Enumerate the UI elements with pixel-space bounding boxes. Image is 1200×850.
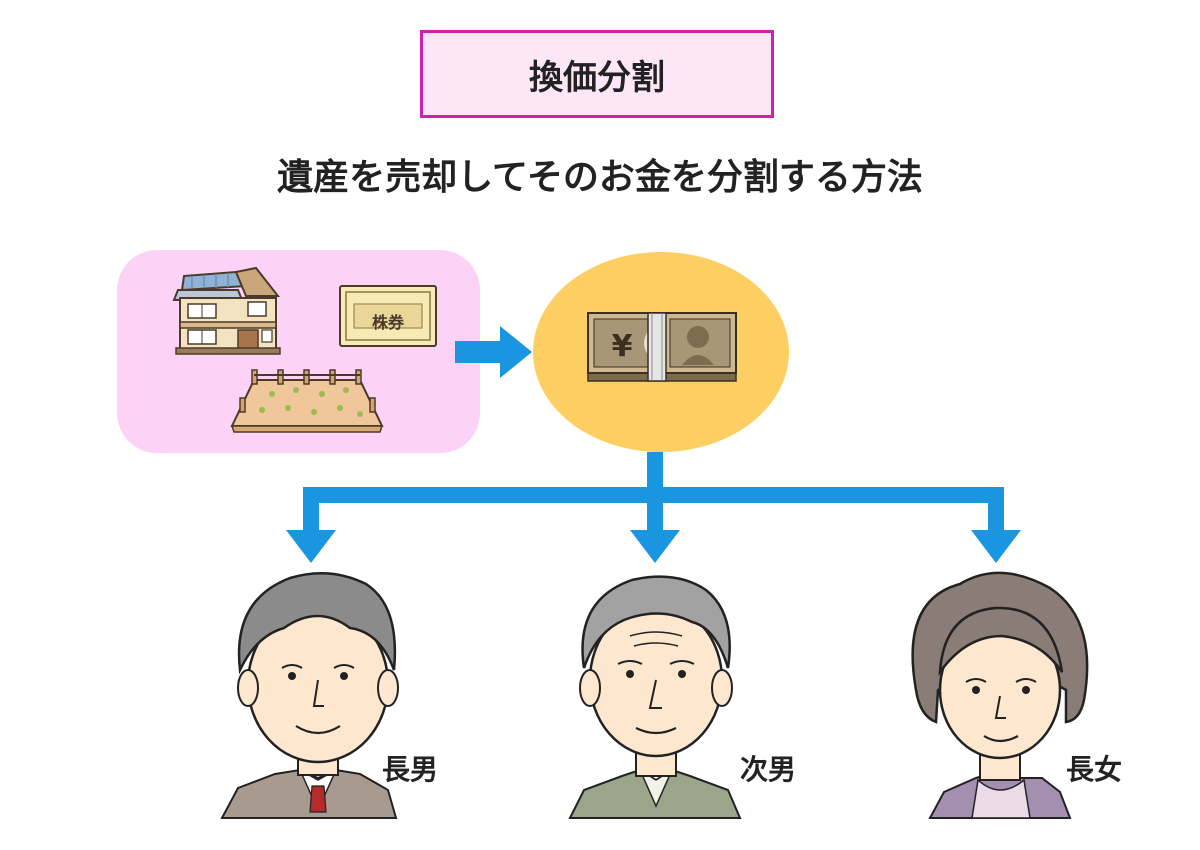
arrow-right — [455, 326, 532, 378]
land-icon — [230, 369, 384, 433]
banknote-bundle-icon — [587, 312, 737, 382]
stock-label: 株券 — [372, 313, 405, 332]
yen-symbol: ¥ — [612, 329, 633, 364]
second-son-icon — [568, 575, 742, 819]
stock-certificate-icon — [339, 285, 437, 347]
heir-label-elder-daughter: 長女 — [1066, 753, 1122, 786]
elder-daughter-icon — [911, 571, 1089, 819]
subtitle: 遺産を売却してそのお金を分割する方法 — [277, 157, 923, 198]
heir-label-second-son: 次男 — [740, 753, 796, 786]
house-icon — [172, 266, 281, 355]
distribution-arrows — [286, 452, 1021, 563]
elder-son-icon — [220, 572, 399, 819]
heir-label-elder-son: 長男 — [382, 753, 438, 786]
page-title: 換価分割 — [529, 57, 665, 98]
title-box: 換価分割 — [420, 30, 774, 118]
